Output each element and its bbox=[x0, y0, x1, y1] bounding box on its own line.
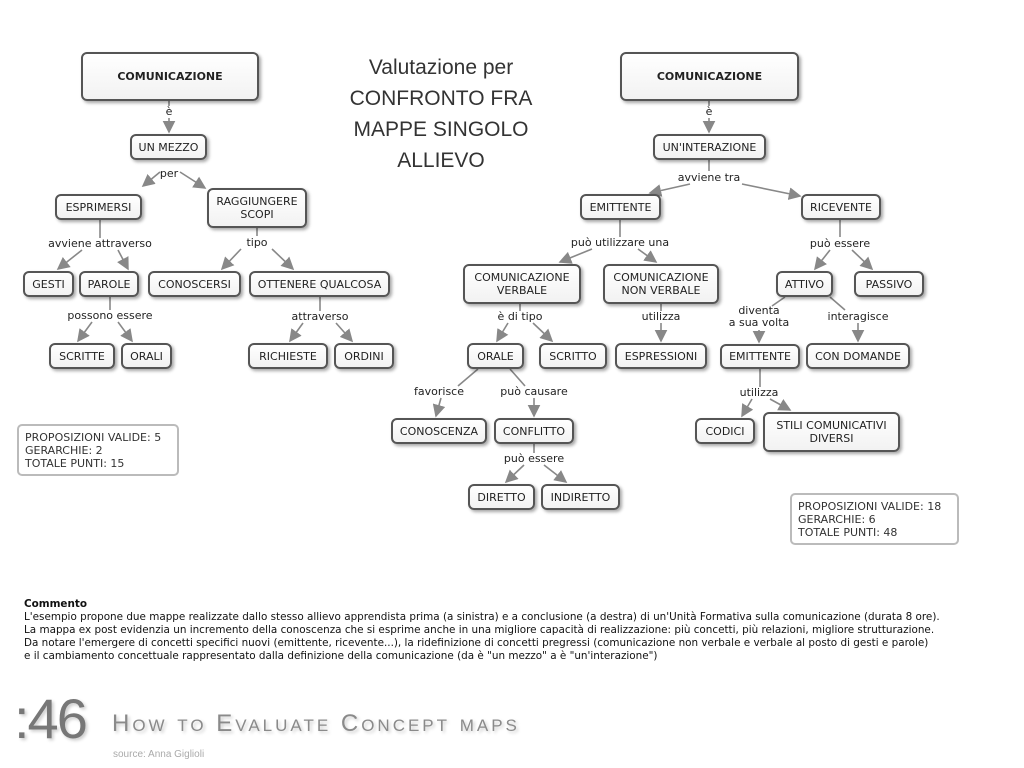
left-node-orali: ORALI bbox=[121, 343, 172, 369]
left-link-attraverso: attraverso bbox=[291, 310, 349, 323]
comment-line: Da notare l'emergere di concetti specifi… bbox=[24, 637, 929, 649]
right-node-conflitto: CONFLITTO bbox=[494, 418, 574, 444]
connector-line bbox=[141, 171, 161, 188]
connector-line bbox=[648, 183, 691, 197]
right-node-comunicazione-non-verbale: COMUNICAZIONE NON VERBALE bbox=[603, 264, 719, 304]
connector-line bbox=[77, 321, 93, 343]
connector-line bbox=[289, 322, 304, 343]
left-node-richieste: RICHIESTE bbox=[248, 343, 328, 369]
left-score-propositions: PROPOSIZIONI VALIDE: 5 bbox=[25, 431, 162, 444]
connector-line bbox=[851, 249, 874, 271]
connector-line bbox=[741, 398, 754, 418]
right-link-puo-essere: può essere bbox=[809, 237, 871, 250]
connector-line bbox=[496, 322, 509, 343]
comment-line: L'esempio propone due mappe realizzate d… bbox=[24, 611, 940, 623]
left-link-avviene-attraverso: avviene attraverso bbox=[48, 237, 152, 250]
right-link-favorisce: favorisce bbox=[414, 385, 464, 398]
connector-line bbox=[271, 248, 295, 271]
slide-footer-title: How to Evaluate Concept maps bbox=[112, 710, 520, 737]
slide-number: :46 bbox=[14, 687, 88, 750]
comment-heading: Commento bbox=[24, 598, 87, 610]
right-link-puo-utilizzare-una: può utilizzare una bbox=[570, 236, 670, 249]
left-node-raggiungere-scopi: RAGGIUNGERE SCOPI bbox=[207, 188, 307, 228]
comment-line: La mappa ex post evidenzia un incremento… bbox=[24, 624, 935, 636]
right-score-box: PROPOSIZIONI VALIDE: 18 GERARCHIE: 6 TOT… bbox=[790, 493, 959, 545]
left-node-esprimersi: ESPRIMERSI bbox=[55, 194, 142, 220]
left-link-per: per bbox=[159, 167, 179, 180]
right-link-interagisce: interagisce bbox=[827, 310, 889, 323]
comment-block: Commento L'esempio propone due mappe rea… bbox=[24, 598, 1014, 663]
right-node-orale: ORALE bbox=[467, 343, 524, 369]
connector-line bbox=[432, 397, 446, 418]
right-score-hierarchies: GERARCHIE: 6 bbox=[798, 513, 876, 526]
connector-line bbox=[457, 368, 479, 387]
right-score-total: TOTALE PUNTI: 48 bbox=[798, 526, 898, 539]
right-node-indiretto: INDIRETTO bbox=[541, 484, 620, 510]
connector-line bbox=[741, 183, 802, 200]
right-node-ricevente: RICEVENTE bbox=[801, 194, 881, 220]
left-node-ordini: ORDINI bbox=[334, 343, 394, 369]
left-node-scritte: SCRITTE bbox=[49, 343, 115, 369]
left-score-box: PROPOSIZIONI VALIDE: 5 GERARCHIE: 2 TOTA… bbox=[17, 424, 179, 476]
connector-line bbox=[56, 249, 83, 270]
right-node-passivo: PASSIVO bbox=[854, 271, 924, 297]
right-link-puo-causare: può causare bbox=[500, 385, 568, 398]
right-link-e-di-tipo: è di tipo bbox=[497, 310, 543, 323]
right-node-stili-comunicativi: STILI COMUNICATIVI DIVERSI bbox=[763, 412, 900, 452]
connector-line bbox=[179, 171, 207, 189]
connector-line bbox=[504, 464, 525, 484]
right-node-un-interazione: UN'INTERAZIONE bbox=[653, 134, 766, 160]
page-title: Valutazione per CONFRONTO FRA MAPPE SING… bbox=[349, 56, 533, 172]
connector-line bbox=[558, 248, 593, 264]
right-node-con-domande: CON DOMANDE bbox=[806, 343, 910, 369]
comment-line: e il cambiamento concettuale rappresenta… bbox=[24, 650, 658, 662]
connector-line bbox=[509, 368, 526, 387]
connector-line bbox=[771, 296, 786, 307]
connector-line bbox=[220, 248, 242, 271]
right-node-attivo: ATTIVO bbox=[776, 271, 833, 297]
connector-line bbox=[769, 398, 792, 411]
right-link-diventa: diventa a sua volta bbox=[728, 304, 790, 329]
left-node-comunicazione: COMUNICAZIONE bbox=[81, 52, 259, 101]
connector-line bbox=[335, 322, 354, 343]
connector-line bbox=[117, 321, 133, 343]
left-node-conoscersi: CONOSCERSI bbox=[148, 271, 241, 297]
left-node-ottenere-qualcosa: OTTENERE QUALCOSA bbox=[249, 271, 390, 297]
left-node-gesti: GESTI bbox=[23, 271, 74, 297]
connector-line bbox=[637, 248, 658, 263]
right-node-comunicazione-verbale: COMUNICAZIONE VERBALE bbox=[463, 264, 581, 304]
right-node-scritto: SCRITTO bbox=[539, 343, 607, 369]
left-score-total: TOTALE PUNTI: 15 bbox=[25, 457, 125, 470]
slide-source: source: Anna Giglioli bbox=[113, 749, 205, 760]
right-node-diretto: DIRETTO bbox=[468, 484, 535, 510]
right-node-emittente-2: EMITTENTE bbox=[720, 344, 800, 369]
left-score-hierarchies: GERARCHIE: 2 bbox=[25, 444, 103, 457]
right-node-espressioni: ESPRESSIONI bbox=[615, 343, 707, 369]
connector-line bbox=[532, 322, 554, 343]
right-link-avviene-tra: avviene tra bbox=[677, 171, 741, 184]
right-link-utilizza-2: utilizza bbox=[739, 386, 779, 399]
left-node-un-mezzo: UN MEZZO bbox=[130, 134, 207, 160]
connector-line bbox=[543, 464, 568, 483]
connector-line bbox=[117, 249, 129, 271]
left-node-parole: PAROLE bbox=[79, 271, 139, 297]
left-link-tipo: tipo bbox=[246, 236, 268, 249]
right-node-comunicazione: COMUNICAZIONE bbox=[620, 52, 799, 101]
right-node-conoscenza: CONOSCENZA bbox=[391, 418, 487, 444]
right-link-e: è bbox=[705, 105, 713, 118]
left-link-possono-essere: possono essere bbox=[67, 309, 153, 322]
right-node-codici: CODICI bbox=[695, 418, 755, 444]
left-link-e: è bbox=[165, 105, 173, 118]
right-link-utilizza: utilizza bbox=[641, 310, 681, 323]
right-link-puo-essere-2: può essere bbox=[503, 452, 565, 465]
right-node-emittente: EMITTENTE bbox=[580, 194, 661, 220]
connector-line bbox=[829, 296, 846, 311]
connector-line bbox=[814, 249, 831, 271]
right-score-propositions: PROPOSIZIONI VALIDE: 18 bbox=[798, 500, 942, 513]
